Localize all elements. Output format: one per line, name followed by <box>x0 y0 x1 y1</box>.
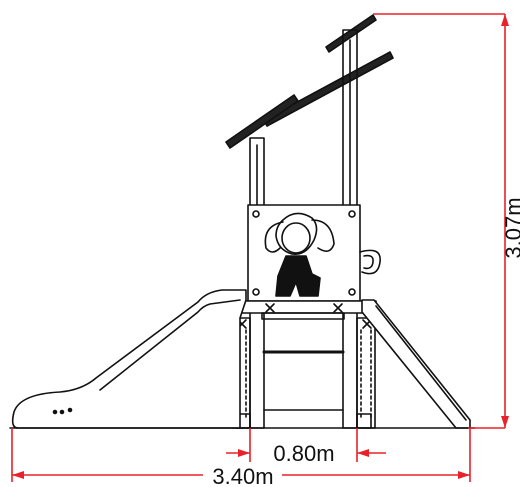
roof-panel-front <box>225 94 299 149</box>
panel-bolt <box>252 288 260 296</box>
dog-panel <box>247 204 361 302</box>
roof-panel-back-lower <box>263 51 394 127</box>
support-right-detail <box>360 329 372 421</box>
slide-bolt <box>59 409 65 415</box>
side-supports <box>231 317 376 429</box>
ramp <box>361 299 471 429</box>
slide <box>11 289 247 429</box>
roof-panel-back <box>325 14 377 53</box>
total-length-label: 3.40m <box>212 464 273 487</box>
dog-body <box>275 255 321 297</box>
total-arrow-left <box>12 471 24 479</box>
platform <box>239 300 377 411</box>
play-structure <box>9 14 476 429</box>
height-arrow-bottom <box>501 416 509 428</box>
height-arrow-top <box>501 14 509 26</box>
slide-bolt <box>52 409 58 415</box>
platform-arrow-right <box>357 449 369 457</box>
foot-right <box>356 413 372 429</box>
platform-beam <box>261 312 345 320</box>
platform-deck <box>239 300 377 314</box>
dog-ear-right <box>311 219 335 252</box>
deck-bracket-right <box>333 303 343 313</box>
dimension-lines <box>11 13 509 482</box>
deck-bracket-left <box>265 303 275 313</box>
dog-ear-left <box>264 221 284 253</box>
side-handle <box>359 249 381 275</box>
height-dimension-label: 3.07m <box>501 197 520 258</box>
platform-arrow-left <box>238 449 250 457</box>
panel-bolt <box>348 210 356 218</box>
platform-width-label: 0.80m <box>273 441 334 466</box>
ramp-edge <box>375 305 467 421</box>
side-handle-inner <box>363 254 374 270</box>
dog-head <box>275 212 318 256</box>
slide-bolt <box>67 407 73 413</box>
panel-bolt <box>348 288 356 296</box>
ramp-board <box>361 299 471 429</box>
support-right <box>356 317 376 429</box>
slide-chute-edge <box>99 299 241 391</box>
dog-face <box>281 222 311 254</box>
panel-bolt <box>252 210 260 218</box>
total-arrow-right <box>458 471 470 479</box>
roof <box>225 14 394 149</box>
slide-chute <box>11 289 247 429</box>
